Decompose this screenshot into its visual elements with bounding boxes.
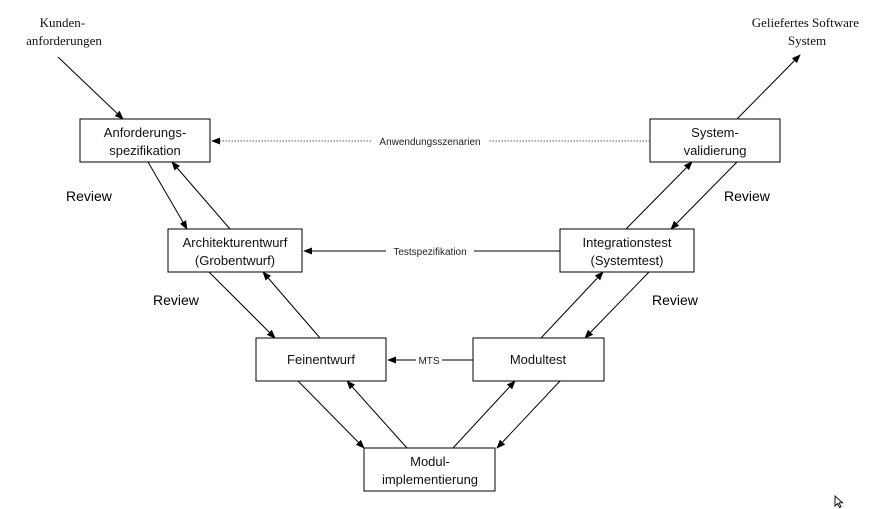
box-system-validation: System-validierung — [649, 118, 781, 163]
svg-text:Integrationstest(Systemtest): Integrationstest(Systemtest) — [583, 235, 672, 268]
arrow-arch-to-req — [171, 161, 231, 230]
svg-text:System-validierung: System-validierung — [684, 125, 747, 158]
output-arrow — [736, 54, 801, 120]
svg-text:Architekturentwurf(Grobentwurf: Architekturentwurf(Grobentwurf) — [183, 235, 288, 268]
input-customer-requirements: Kunden- anforderungen — [26, 15, 102, 48]
arrow-design-to-arch — [262, 271, 321, 339]
mouse-pointer-icon — [834, 494, 844, 509]
arrow-moduletest-to-integration — [540, 271, 604, 339]
arrow-impl-to-design — [346, 380, 408, 449]
box-requirements-spec: Anforderungs-spezifikation — [79, 118, 211, 163]
arrow-design-to-impl — [297, 380, 365, 449]
input-arrow — [57, 56, 124, 120]
review-label-left-bottom: Review — [153, 292, 200, 308]
svg-text:Modul-implementierung: Modul-implementierung — [382, 454, 478, 487]
arrow-moduletest-to-impl — [496, 380, 561, 449]
box-module-test: Modultest — [472, 337, 605, 382]
review-label-left-top: Review — [66, 188, 113, 204]
arrow-integration-to-validation — [625, 161, 693, 230]
link-mts-label: MTS — [418, 356, 439, 367]
arrow-validation-to-integration — [670, 161, 738, 230]
svg-text:Modultest: Modultest — [510, 352, 567, 367]
box-integration-test: Integrationstest(Systemtest) — [559, 228, 695, 273]
box-module-impl: Modul-implementierung — [363, 447, 496, 492]
link-usage-scenarios-label: Anwendungsszenarien — [379, 137, 480, 148]
review-label-right-top: Review — [724, 188, 771, 204]
box-architecture: Architekturentwurf(Grobentwurf) — [167, 228, 303, 273]
arrow-req-to-arch — [147, 161, 188, 230]
svg-text:Feinentwurf: Feinentwurf — [287, 352, 355, 367]
arrow-impl-to-moduletest — [452, 380, 516, 449]
arrow-integration-to-moduletest — [584, 271, 650, 339]
svg-text:Anforderungs-spezifikation: Anforderungs-spezifikation — [104, 125, 186, 158]
output-delivered-system: Geliefertes Software System — [752, 15, 862, 48]
review-label-right-bottom: Review — [652, 292, 699, 308]
box-detailed-design: Feinentwurf — [255, 337, 387, 382]
arrow-arch-to-design — [208, 271, 276, 339]
link-test-spec-label: Testspezifikation — [393, 247, 466, 258]
